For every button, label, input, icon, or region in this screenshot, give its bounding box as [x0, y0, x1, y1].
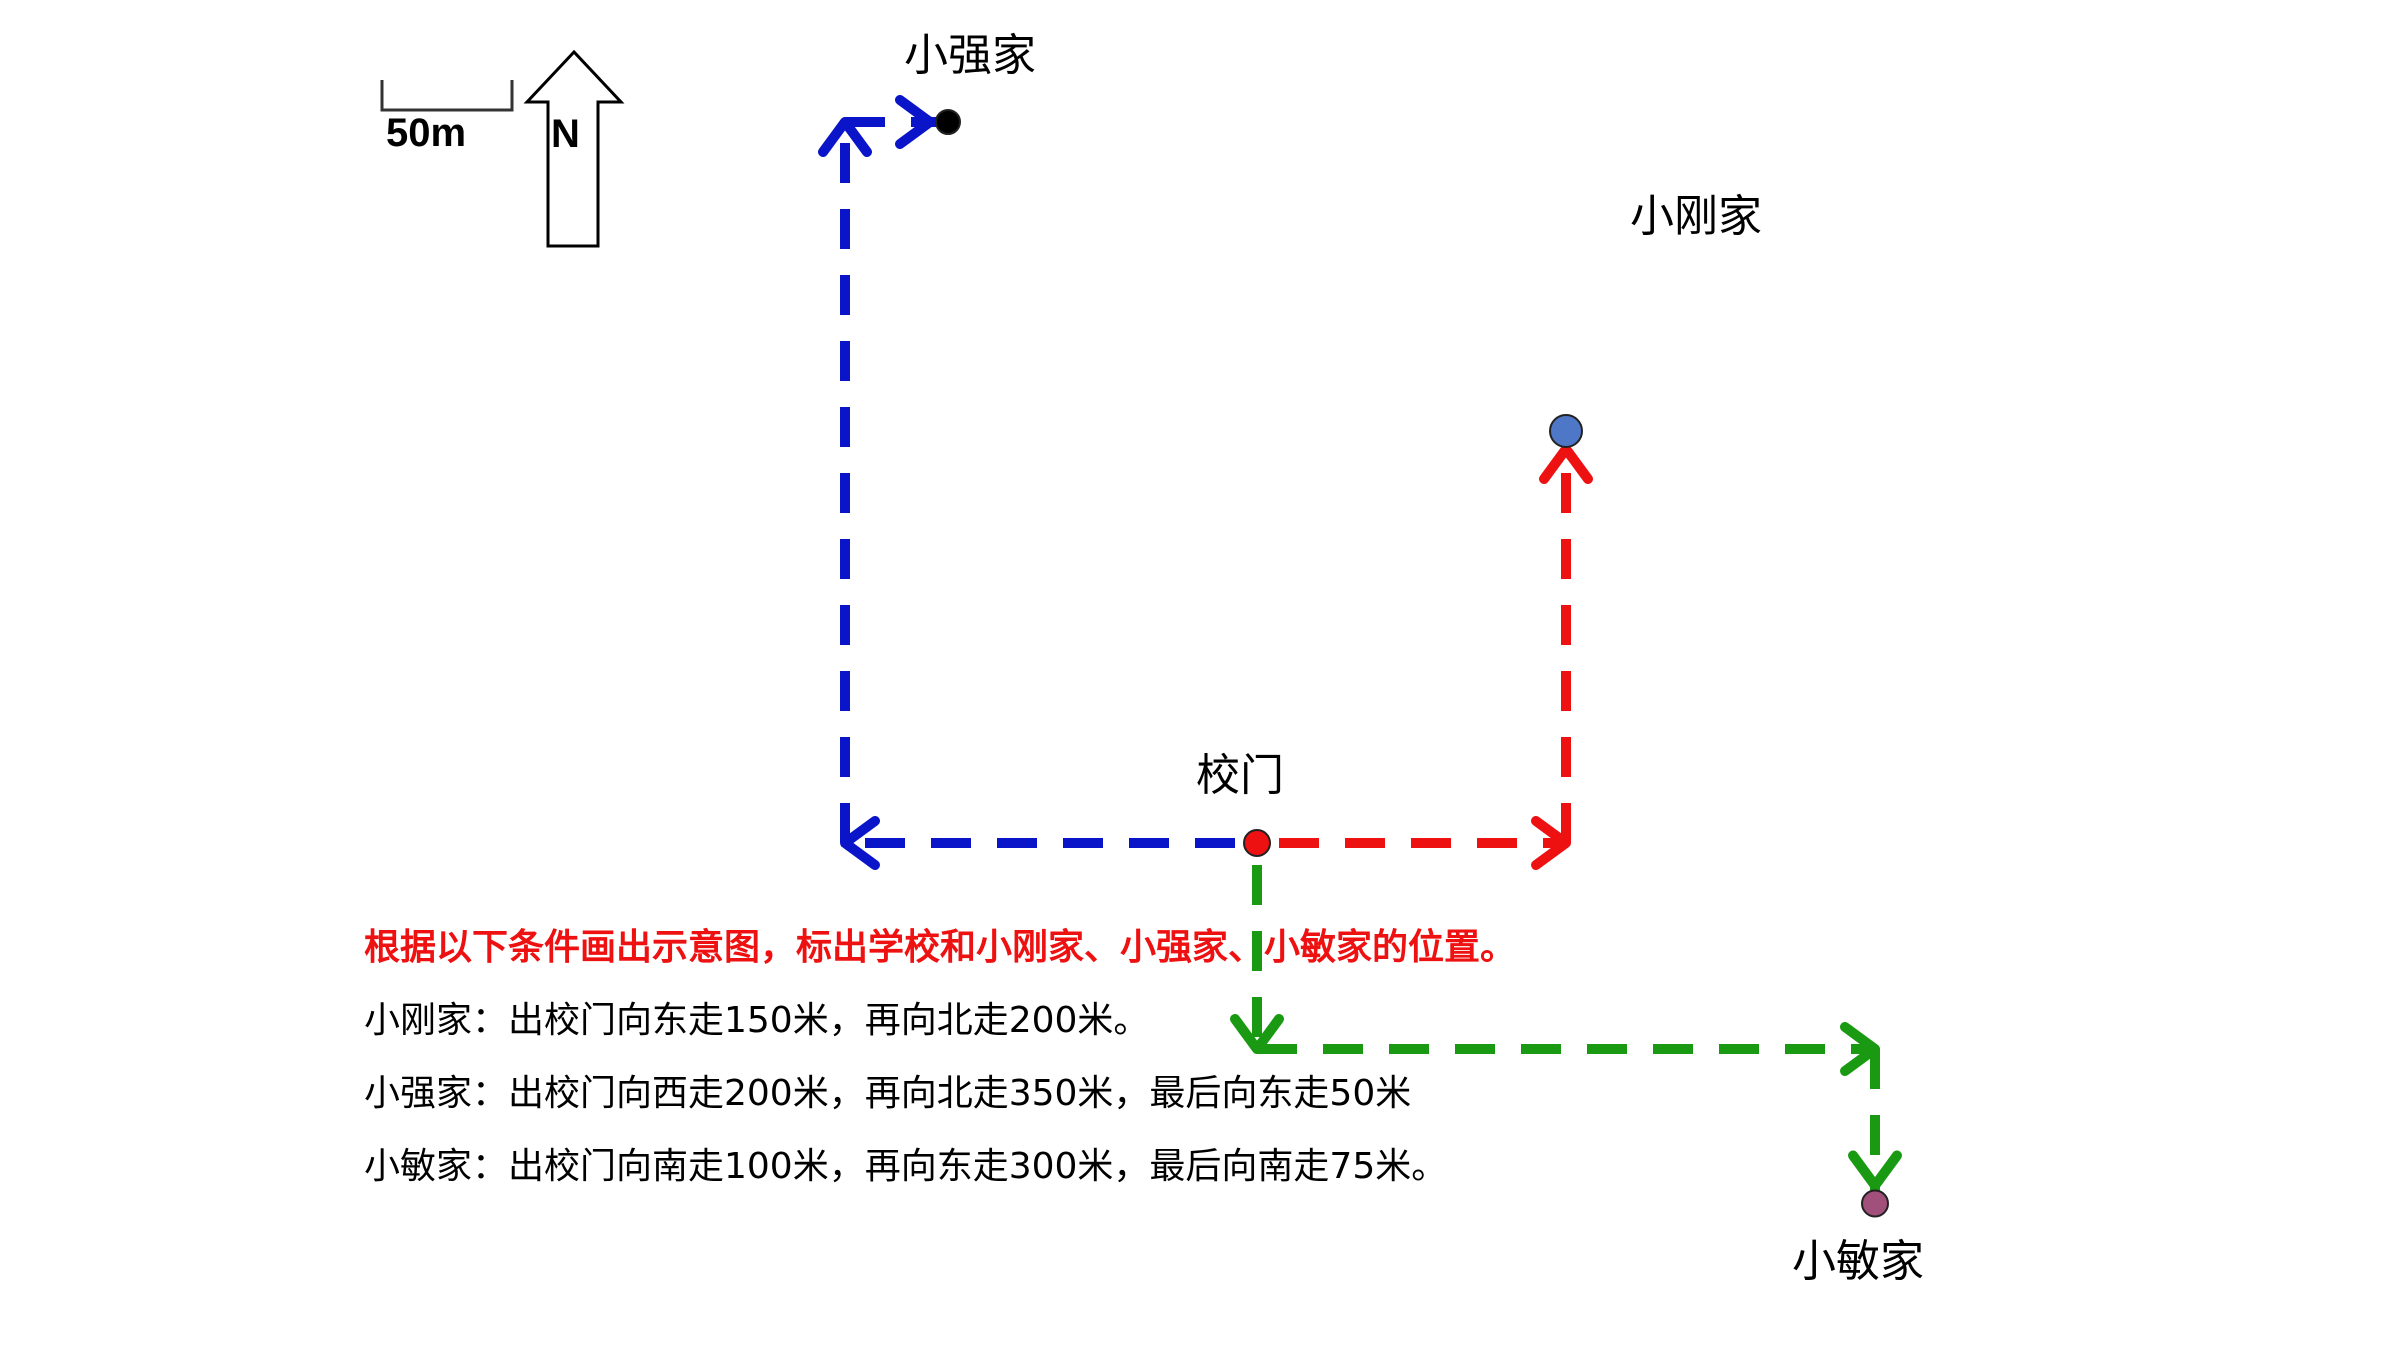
gang-home-label: 小刚家 — [1630, 191, 1762, 242]
instructions-title: 根据以下条件画出示意图，标出学校和小刚家、小强家、小敏家的位置。 — [364, 927, 1517, 968]
north-label: N — [551, 112, 580, 156]
instruction-min: 小敏家：出校门向南走100米，再向东走300米，最后向南走75米。 — [364, 1146, 1448, 1187]
instructions-block: 根据以下条件画出示意图，标出学校和小刚家、小强家、小敏家的位置。 小刚家：出校门… — [364, 930, 1864, 1222]
scale-bar — [380, 80, 514, 112]
route-arrow-blue-3 — [895, 95, 935, 149]
instruction-gang: 小刚家：出校门向东走150米，再向北走200米。 — [364, 1000, 1150, 1041]
qiang-home-label: 小强家 — [904, 30, 1036, 81]
route-arrow-green-3 — [1848, 1150, 1902, 1191]
route-arrow-red-2 — [1539, 444, 1593, 484]
min-home-marker — [1861, 1189, 1889, 1218]
school-gate-label: 校门 — [1196, 750, 1284, 801]
north-arrow-icon — [523, 49, 625, 248]
instruction-qiang: 小强家：出校门向西走200米，再向北走350米，最后向东走50米 — [364, 1073, 1412, 1114]
school-gate-marker — [1243, 829, 1271, 857]
min-home-label: 小敏家 — [1792, 1236, 1924, 1287]
markers-layer — [935, 109, 1889, 1218]
gang-home-marker — [1549, 414, 1583, 448]
scale-label: 50m — [386, 111, 467, 155]
routes-layer — [818, 95, 1902, 1204]
qiang-home-marker — [935, 109, 961, 135]
